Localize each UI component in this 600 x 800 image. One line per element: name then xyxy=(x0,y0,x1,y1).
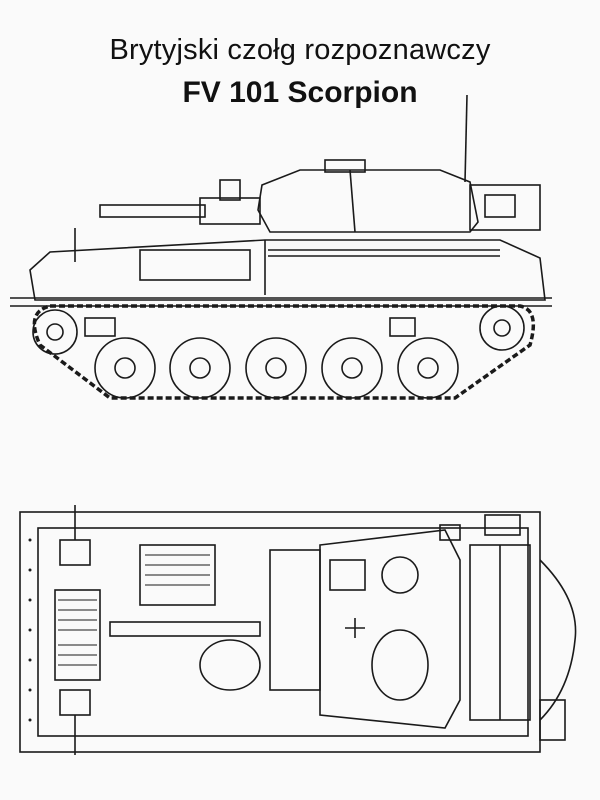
gun-barrel xyxy=(99,204,206,218)
side-view xyxy=(10,94,552,400)
hull-outline xyxy=(19,511,541,753)
turret xyxy=(257,169,479,233)
road-wheels xyxy=(94,337,459,399)
title-line-1: Brytyjski czołg rozpoznawczy xyxy=(109,34,491,66)
top-view xyxy=(19,505,577,755)
title-line-2: FV 101 Scorpion xyxy=(182,76,418,109)
turret-top xyxy=(319,529,461,729)
gun-barrel-top xyxy=(109,621,261,637)
track xyxy=(32,304,536,400)
hull xyxy=(29,239,546,301)
